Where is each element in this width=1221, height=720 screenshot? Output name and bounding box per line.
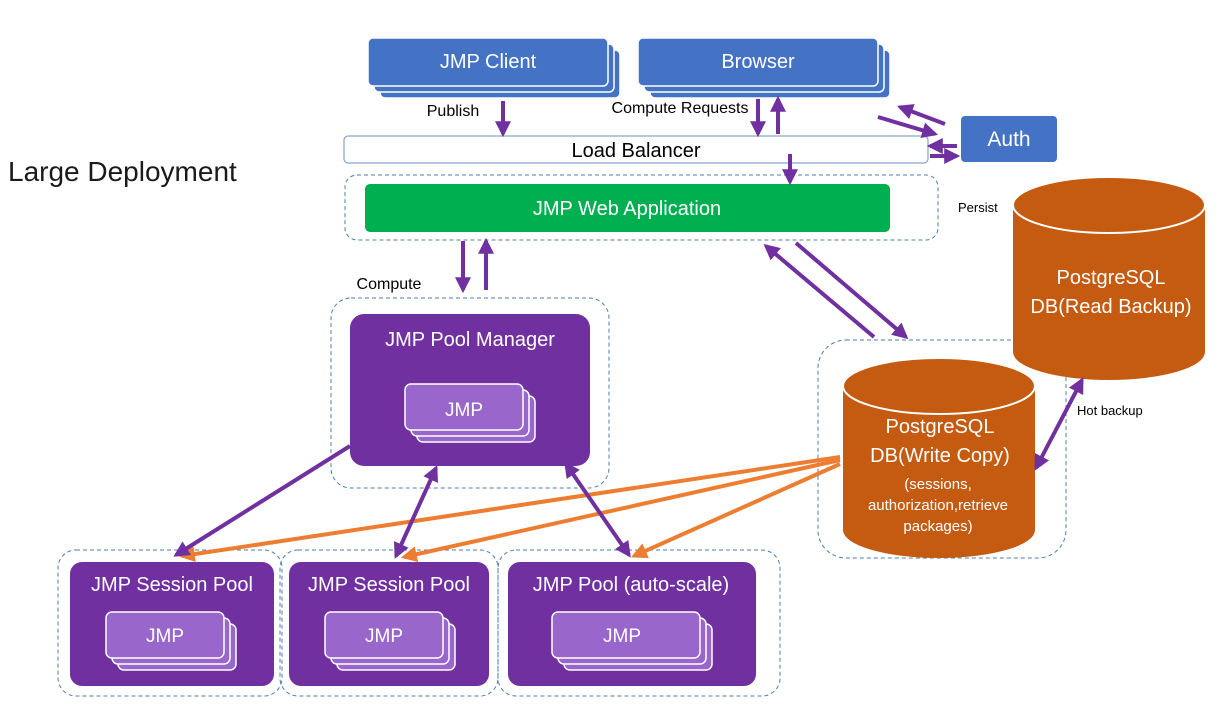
pool-manager-label: JMP Pool Manager (385, 329, 555, 351)
compute-requests-label: Compute Requests (612, 100, 749, 117)
autoscale-pool-node: JMP Pool (auto-scale) JMP (508, 562, 756, 686)
session-pool-2-group (279, 549, 499, 697)
browser-node: Browser (637, 37, 891, 99)
autoscale-pool-label: JMP Pool (auto-scale) (533, 574, 729, 596)
pool-manager-group (330, 297, 610, 489)
auth-node: Auth (961, 116, 1057, 162)
hot-backup-arrow (1034, 377, 1084, 471)
load-balancer-label: Load Balancer (572, 140, 701, 162)
pool-manager-autoscale-pool-arrow (564, 461, 631, 558)
auth-label: Auth (987, 128, 1030, 151)
session-pool-1-node: JMP Session Pool JMP (70, 562, 274, 686)
web-app-label: JMP Web Application (533, 198, 721, 220)
db-write-line2: DB(Write Copy) (870, 445, 1010, 467)
session-pool-1-jmp-label: JMP (146, 626, 184, 647)
session-pool-1-label: JMP Session Pool (91, 574, 253, 596)
load-balancer-node: Load Balancer (343, 135, 929, 164)
jmp-client-label: JMP Client (440, 51, 537, 73)
publish-label: Publish (427, 103, 479, 120)
db-write-line1: PostgreSQL (886, 416, 995, 438)
persist-label: Persist (958, 200, 998, 215)
session-pool-2-label: JMP Session Pool (308, 574, 470, 596)
db-write-note-line1: (sessions, (904, 476, 972, 493)
session-pool-2-jmp-label: JMP (365, 626, 403, 647)
db-write-node: PostgreSQL DB(Write Copy) (sessions, aut… (842, 357, 1036, 558)
pool-manager-session-pool-2-arrow (394, 465, 438, 559)
auth-return-arrow-1 (897, 104, 946, 126)
pool-manager-node: JMP Pool Manager JMP (350, 314, 590, 466)
web-app-group (344, 174, 939, 241)
jmp-client-node: JMP Client (367, 37, 621, 99)
db-read-node: PostgreSQL DB(Read Backup) (1012, 176, 1206, 380)
db-to-session-pool-1-arrow (178, 455, 841, 563)
session-pool-1-group (57, 549, 283, 697)
hot-backup-label: Hot backup (1077, 403, 1143, 418)
web-app-node: JMP Web Application (365, 184, 890, 232)
browser-label: Browser (721, 51, 795, 73)
pool-manager-jmp-label: JMP (445, 400, 483, 421)
db-read-line1: PostgreSQL (1057, 267, 1166, 289)
autoscale-pool-jmp-label: JMP (603, 626, 641, 647)
db-to-autoscale-pool-arrow (631, 462, 841, 559)
auth-return-arrow-2 (877, 115, 939, 139)
session-pool-2-node: JMP Session Pool JMP (289, 562, 489, 686)
db-write-note-line3: packages) (903, 518, 972, 535)
db-read-line2: DB(Read Backup) (1030, 296, 1191, 318)
diagram-title: Large Deployment (8, 156, 237, 187)
db-write-note-line2: authorization,retrieve (868, 497, 1008, 514)
compute-label: Compute (357, 276, 422, 293)
pool-manager-to-session-pool-1-arrow (173, 444, 352, 557)
web-app-to-db-arrow (794, 241, 909, 340)
db-to-web-app-arrow (763, 243, 876, 339)
